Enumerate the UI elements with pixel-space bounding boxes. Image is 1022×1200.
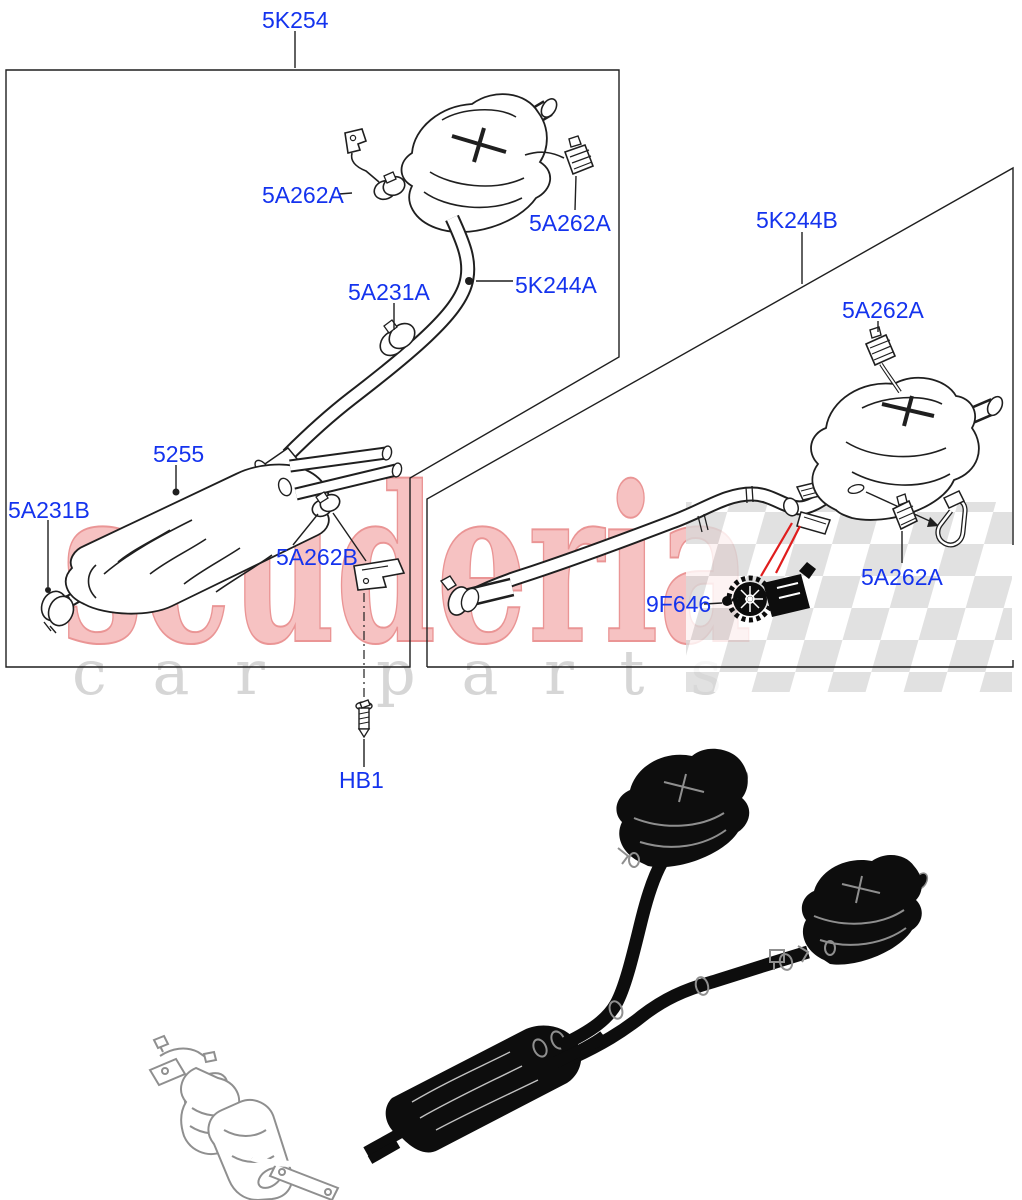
exhaust-valve-actuator-drawing — [703, 562, 816, 623]
part-label-5k254[interactable]: 5K254 — [262, 7, 329, 33]
part-label-5a231b[interactable]: 5A231B — [8, 497, 90, 523]
rear-silencer-rh-drawing — [810, 321, 1004, 563]
rear-silencer-lh-drawing — [338, 93, 595, 233]
part-label-5a262a-4[interactable]: 5A262A — [861, 564, 944, 590]
panel-frames — [5, 69, 1014, 668]
part-label-5a262a-3[interactable]: 5A262A — [842, 297, 925, 323]
right-panel-outline — [426, 166, 1014, 668]
clamp-bracket-bolt-drawing — [292, 491, 406, 767]
centre-silencer-drawing — [40, 445, 403, 634]
part-label-5a262a-1[interactable]: 5A262A — [262, 182, 345, 208]
front-catalyst-section — [148, 1034, 408, 1200]
black-silhouette-section — [363, 748, 929, 1164]
left-panel-outline — [5, 69, 620, 668]
part-label-5a231a[interactable]: 5A231A — [348, 279, 431, 305]
part-label-hb1[interactable]: HB1 — [339, 767, 384, 793]
part-label-5a262a-2[interactable]: 5A262A — [529, 210, 612, 236]
part-label-5k244a[interactable]: 5K244A — [515, 272, 598, 298]
part-label-5255[interactable]: 5255 — [153, 441, 204, 467]
right-panel-drawing — [439, 232, 1004, 623]
assembled-exhaust-view — [148, 748, 929, 1200]
part-label-5a262b[interactable]: 5A262B — [276, 544, 358, 570]
red-leader-line-1 — [760, 522, 793, 577]
left-panel-drawing — [40, 93, 595, 767]
rear-pipe-drawing — [254, 214, 513, 480]
part-labels: 5K254 5A262A 5A262A 5K244B 5A231A 5K244A… — [8, 7, 944, 793]
part-label-5k244b[interactable]: 5K244B — [756, 207, 838, 233]
part-label-9f646[interactable]: 9F646 — [646, 591, 711, 617]
red-leader-line-2 — [775, 525, 801, 574]
watermark-tagline-text: car parts — [72, 636, 722, 709]
